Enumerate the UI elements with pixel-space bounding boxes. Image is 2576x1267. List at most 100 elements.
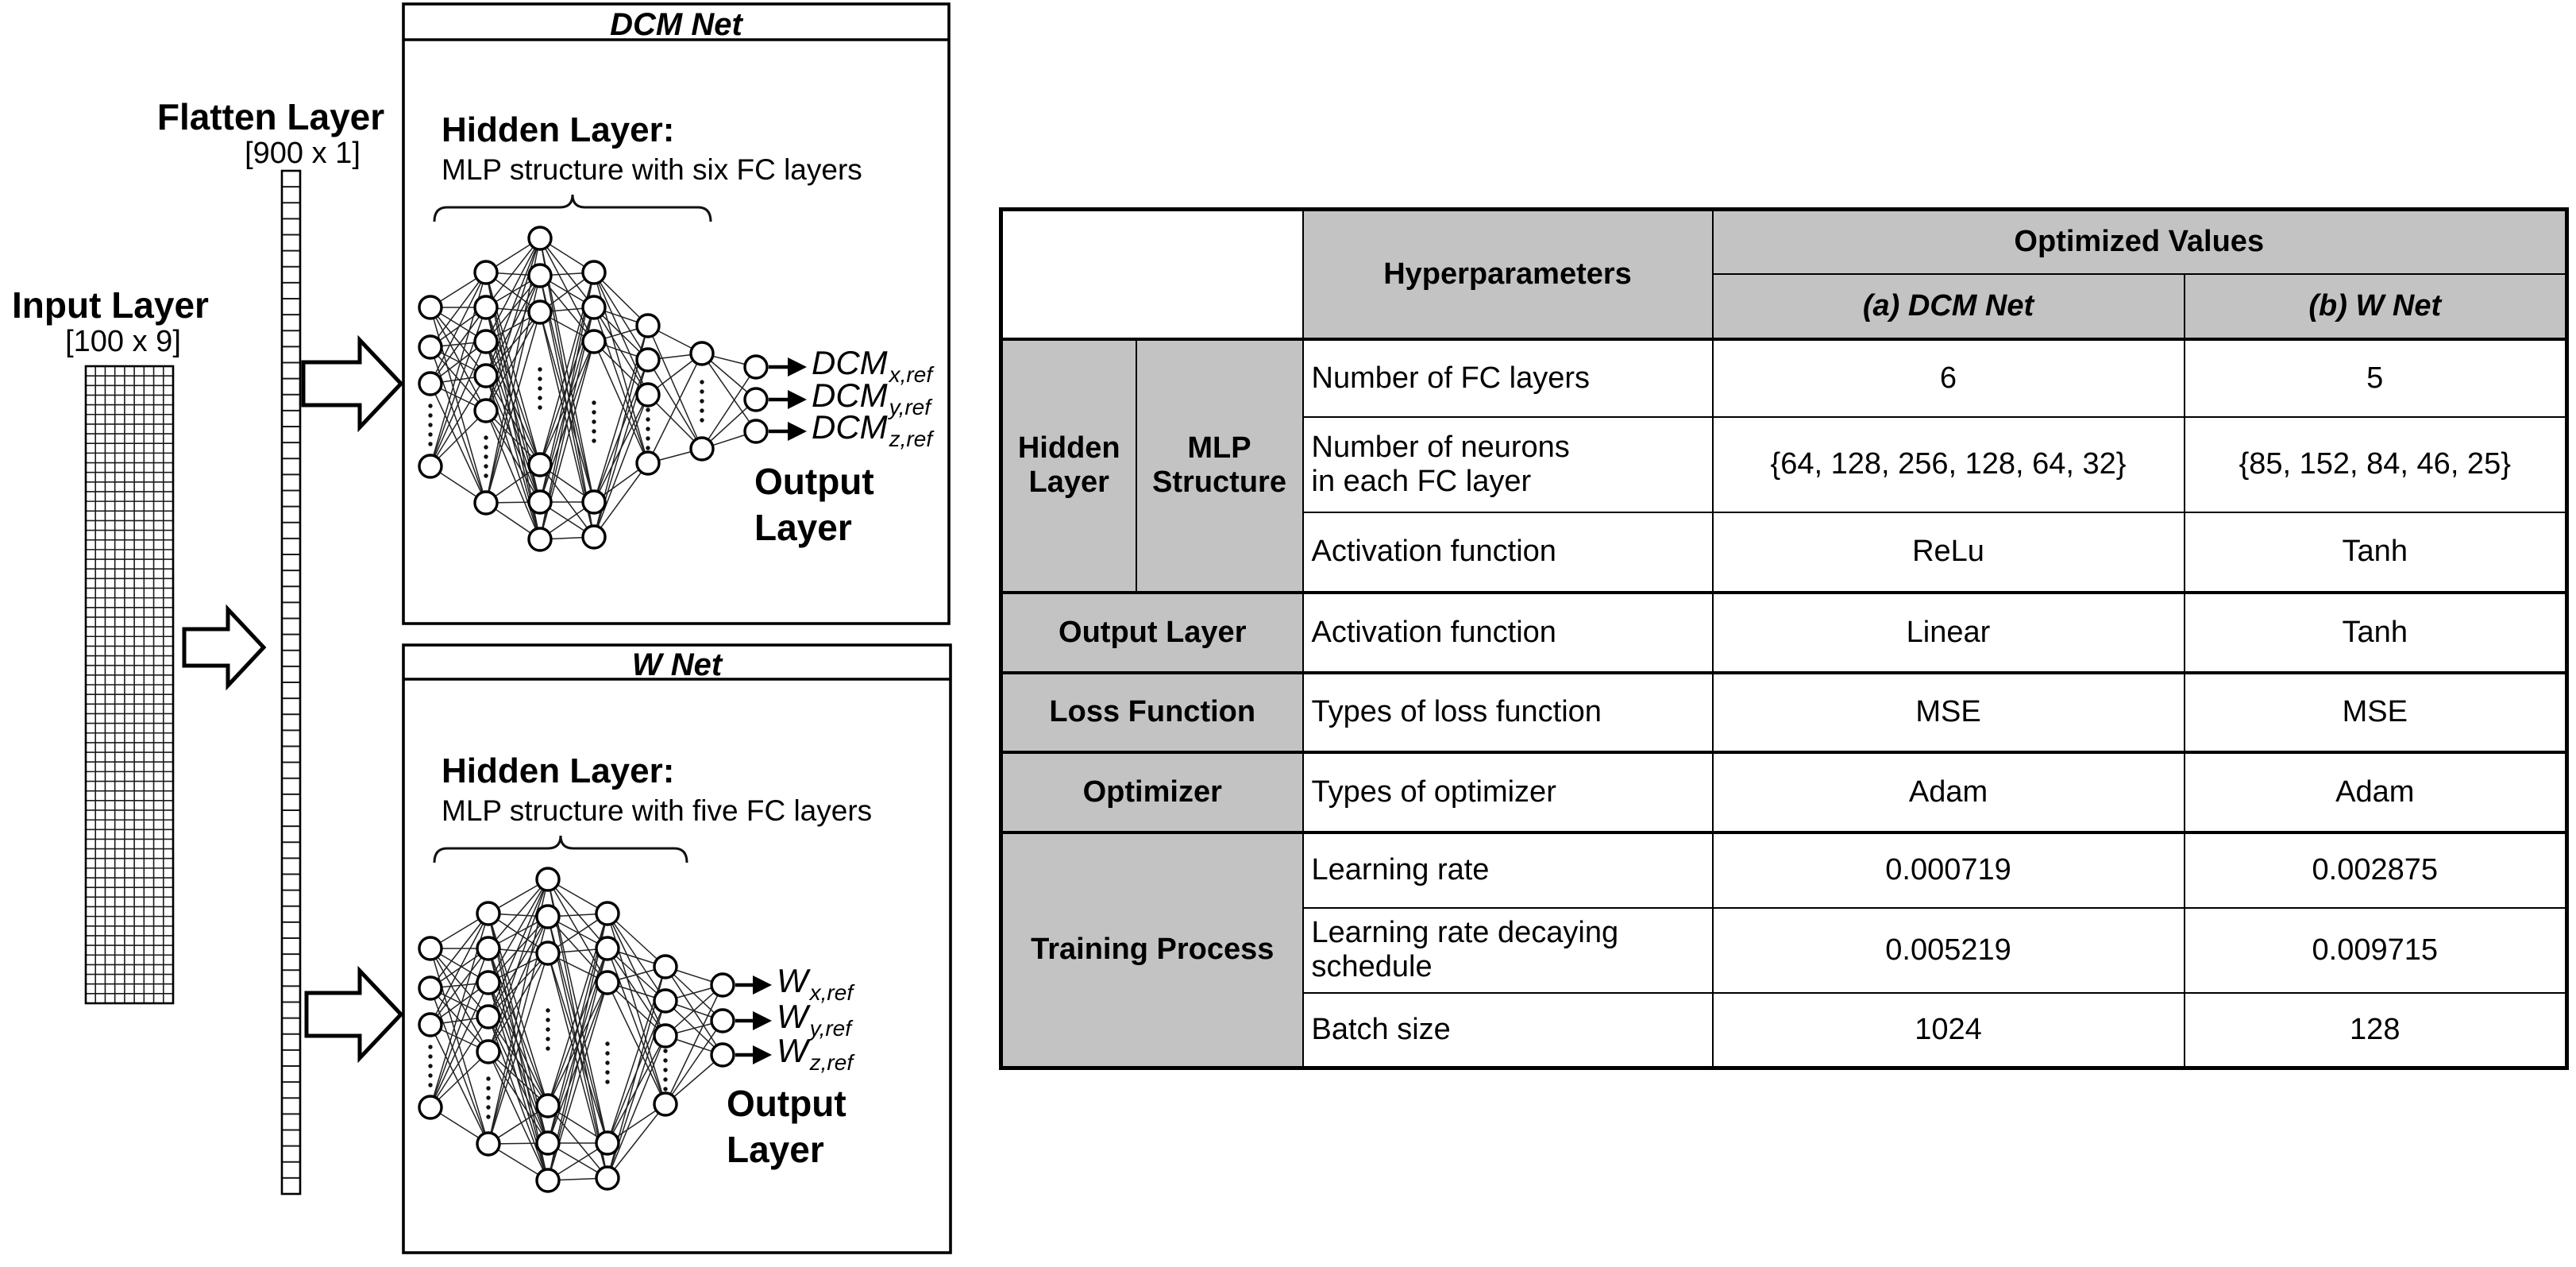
neuron-node-icon	[527, 489, 553, 515]
block-arrow-icon	[182, 604, 267, 691]
neuron-node-icon	[743, 387, 769, 412]
neuron-node-icon	[710, 1008, 735, 1033]
neuron-node-icon	[535, 1130, 561, 1156]
param-loss: Types of loss function	[1301, 670, 1714, 753]
neuron-node-icon	[418, 295, 443, 320]
value-batch-size-w: 128	[2183, 991, 2568, 1069]
param-activation-output: Activation function	[1301, 590, 1714, 674]
neuron-node-icon	[418, 371, 443, 396]
w-net-box	[402, 643, 952, 1254]
value-lr-decay-dcm: 0.005219	[1711, 906, 2185, 994]
value-learning-rate-w: 0.002875	[2183, 830, 2568, 909]
neuron-node-icon	[635, 347, 661, 373]
table-corner-cell	[1000, 208, 1304, 340]
neuron-node-icon	[527, 299, 553, 325]
value-loss-w: MSE	[2183, 670, 2568, 753]
neuron-node-icon	[595, 970, 620, 995]
neuron-node-icon	[743, 419, 769, 444]
flow-arrows	[182, 334, 404, 1064]
neuron-node-icon	[653, 1091, 678, 1117]
value-activation-hidden-dcm: ReLu	[1711, 511, 2185, 593]
neuron-node-icon	[473, 329, 499, 354]
value-optimizer-w: Adam	[2183, 750, 2568, 833]
dcm-hidden-layer-title: Hidden Layer:	[442, 110, 675, 149]
param-fc-layers: Number of FC layers	[1301, 337, 1714, 418]
neuron-node-icon	[473, 295, 499, 320]
w-hidden-layer-title: Hidden Layer:	[442, 751, 675, 790]
dcm-net-box	[402, 2, 951, 625]
neuron-node-icon	[473, 363, 499, 388]
w-net-title: W Net	[631, 647, 723, 682]
flatten-strip	[280, 169, 302, 1196]
neuron-node-icon	[473, 260, 499, 285]
neuron-node-icon	[581, 329, 607, 354]
output-arrowhead-icon	[753, 1011, 772, 1030]
value-batch-size-dcm: 1024	[1711, 991, 2185, 1069]
w-output-x-label: Wx,ref	[777, 962, 854, 1005]
neuron-node-icon	[535, 867, 561, 892]
flatten-layer-dims: [900 x 1]	[245, 137, 361, 170]
flatten-layer-title: Flatten Layer	[156, 96, 385, 137]
dcm-output-x-label: DCMx,ref	[812, 344, 933, 387]
header-optimized-values: Optimized Values	[1711, 208, 2568, 275]
neuron-node-icon	[710, 1042, 735, 1068]
param-learning-rate: Learning rate	[1301, 830, 1714, 909]
block-arrow-icon	[301, 334, 404, 433]
param-neurons: Number of neurons in each FC layer	[1301, 415, 1714, 513]
value-activation-output-w: Tanh	[2183, 590, 2568, 674]
value-activation-hidden-w: Tanh	[2183, 511, 2568, 593]
w-output-y-label: Wy,ref	[777, 998, 852, 1041]
neuron-node-icon	[581, 524, 607, 550]
value-activation-output-dcm: Linear	[1711, 590, 2185, 674]
neuron-node-icon	[595, 901, 620, 926]
dcm-output-layer-label: Output Layer	[754, 461, 874, 548]
dcm-net-network	[418, 226, 807, 552]
w-output-z-label: Wz,ref	[777, 1032, 854, 1075]
neuron-node-icon	[635, 313, 661, 338]
w-output-layer-label: Output Layer	[727, 1083, 846, 1170]
neuron-node-icon	[581, 260, 607, 285]
neuron-node-icon	[418, 454, 443, 479]
rowhead-loss-function: Loss Function	[1000, 670, 1304, 753]
neuron-node-icon	[689, 341, 715, 366]
dcm-hidden-layer-subtitle: MLP structure with six FC layers	[442, 153, 862, 186]
neuron-node-icon	[476, 1004, 501, 1029]
neuron-node-icon	[476, 970, 501, 995]
neuron-node-icon	[418, 975, 443, 1001]
neuron-node-icon	[476, 901, 501, 926]
value-loss-dcm: MSE	[1711, 670, 2185, 753]
brace-icon	[433, 835, 688, 863]
neuron-node-icon	[418, 1095, 443, 1120]
rowhead-mlp-structure: MLP Structure	[1135, 337, 1304, 593]
neuron-node-icon	[595, 936, 620, 961]
param-lr-decay: Learning rate decaying schedule	[1301, 906, 1714, 994]
rowhead-hidden-layer: Hidden Layer	[1000, 337, 1137, 593]
rowhead-output-layer: Output Layer	[1000, 590, 1304, 674]
neuron-node-icon	[710, 972, 735, 998]
neuron-node-icon	[653, 954, 678, 979]
param-activation-hidden: Activation function	[1301, 511, 1714, 593]
neuron-node-icon	[418, 1012, 443, 1037]
neuron-node-icon	[581, 489, 607, 515]
value-neurons-dcm: {64, 128, 256, 128, 64, 32}	[1711, 415, 2185, 513]
neuron-node-icon	[535, 904, 561, 929]
value-learning-rate-dcm: 0.000719	[1711, 830, 2185, 909]
header-col-w-net: (b) W Net	[2183, 272, 2568, 340]
header-hyperparameters: Hyperparameters	[1301, 208, 1714, 340]
brace-icon	[433, 194, 712, 222]
neuron-node-icon	[535, 941, 561, 966]
neuron-node-icon	[473, 490, 499, 516]
neuron-node-icon	[473, 398, 499, 423]
output-arrowhead-icon	[753, 1045, 772, 1064]
neuron-node-icon	[535, 1093, 561, 1118]
neuron-node-icon	[743, 354, 769, 380]
neuron-node-icon	[476, 1039, 501, 1064]
neuron-node-icon	[527, 263, 553, 288]
neuron-node-icon	[635, 450, 661, 476]
output-arrowhead-icon	[788, 422, 807, 441]
w-net-network	[418, 867, 772, 1193]
output-arrowhead-icon	[788, 390, 807, 409]
value-fc-layers-dcm: 6	[1711, 337, 2185, 418]
